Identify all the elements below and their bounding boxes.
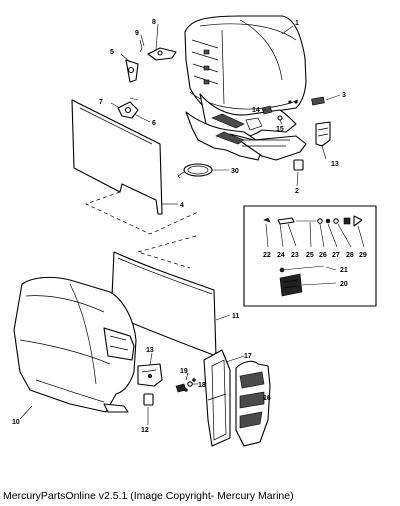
small-hardware-top <box>261 96 331 171</box>
callout-4: 4 <box>180 202 184 209</box>
cowl-pan <box>185 111 307 161</box>
small-hardware-bottom <box>137 363 196 406</box>
callout-16: 16 <box>263 395 271 402</box>
callout-30: 30 <box>231 168 239 175</box>
callout-29: 29 <box>359 252 367 259</box>
callout-1: 1 <box>295 20 299 27</box>
callout-7: 7 <box>99 99 103 106</box>
latch-hardware <box>117 39 177 119</box>
wire-harness <box>177 163 213 179</box>
callout-18: 18 <box>198 382 206 389</box>
callout-15: 15 <box>276 126 284 133</box>
exploded-parts-diagram: 1 2 3 4 5 6 7 8 9 10 11 12 13 13 14 15 1… <box>12 15 377 447</box>
callout-5: 5 <box>110 49 114 56</box>
cowl-seal-plate <box>71 99 163 215</box>
callout-3: 3 <box>342 92 346 99</box>
callout-13-upper: 13 <box>331 161 339 168</box>
top-cowl <box>184 15 307 139</box>
callout-12: 12 <box>141 427 149 434</box>
callout-25: 25 <box>306 252 314 259</box>
leader-lines <box>19 23 365 425</box>
callout-2: 2 <box>295 188 299 195</box>
callout-6: 6 <box>152 120 156 127</box>
callout-24: 24 <box>277 252 285 259</box>
callout-13-lower: 13 <box>146 347 154 354</box>
callout-10: 10 <box>12 419 20 426</box>
callout-21: 21 <box>340 267 348 274</box>
callout-9: 9 <box>135 30 139 37</box>
callout-22: 22 <box>263 252 271 259</box>
callout-28: 28 <box>346 252 354 259</box>
image-caption: MercuryPartsOnline v2.5.1 (Image Copyrig… <box>3 490 294 502</box>
bottom-cowl <box>13 276 137 413</box>
callout-8: 8 <box>152 19 156 26</box>
side-panel <box>235 360 271 447</box>
callout-14: 14 <box>252 107 260 114</box>
callout-27: 27 <box>332 252 340 259</box>
callout-23: 23 <box>291 252 299 259</box>
callout-17: 17 <box>244 353 252 360</box>
callout-19: 19 <box>180 368 188 375</box>
callout-26: 26 <box>319 252 327 259</box>
callout-20: 20 <box>340 281 348 288</box>
callout-11: 11 <box>232 313 240 320</box>
callout-labels: 1 2 3 4 5 6 7 8 9 10 11 12 13 13 14 15 1… <box>12 19 367 434</box>
mounting-bracket <box>203 349 231 447</box>
